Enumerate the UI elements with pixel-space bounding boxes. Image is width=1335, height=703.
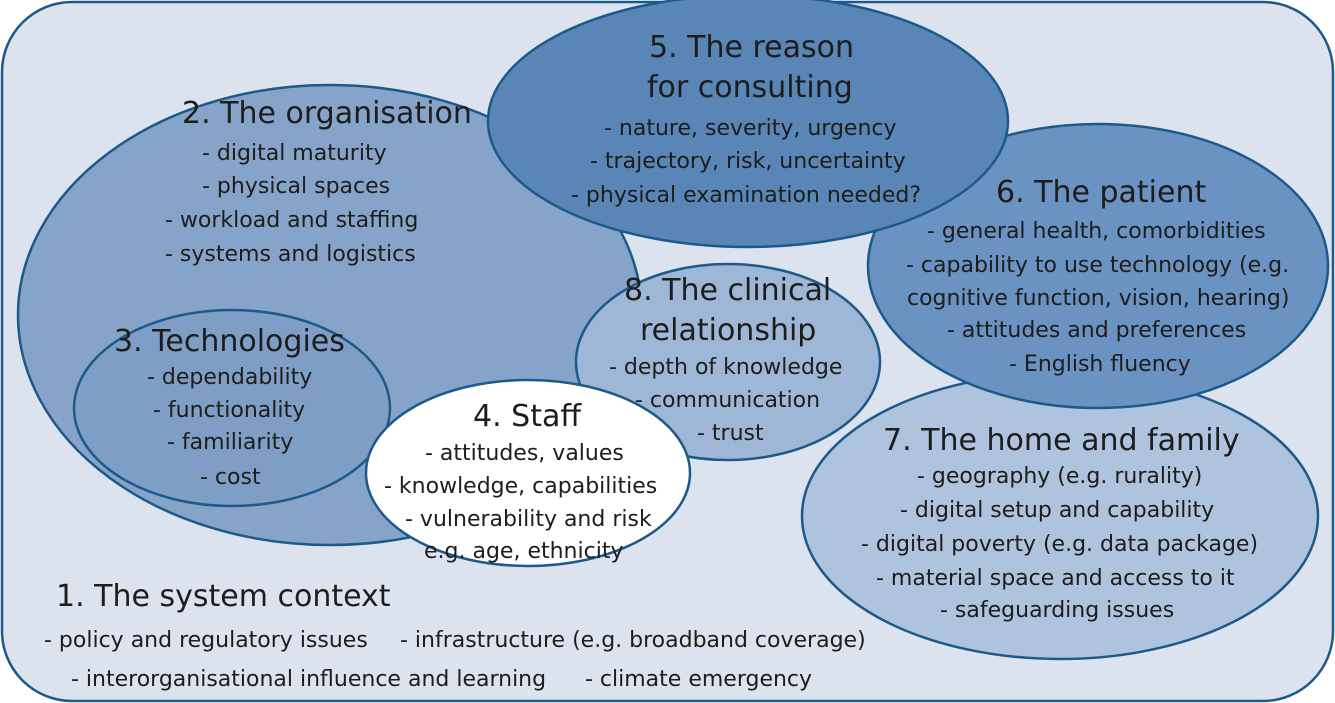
home-item: - material space and access to it — [876, 566, 1235, 591]
staff-item: - knowledge, capabilities — [384, 474, 658, 499]
staff-item: e.g. age, ethnicity — [424, 539, 624, 564]
technologies-item: - familiarity — [167, 430, 294, 455]
home-item: - geography (e.g. rurality) — [917, 464, 1203, 489]
technologies-item: - dependability — [147, 365, 313, 390]
technologies-title: 3. Technologies — [114, 324, 345, 359]
clinical-item: - trust — [697, 421, 764, 446]
system-context-title: 1. The system context — [56, 579, 391, 614]
reason-item: - trajectory, risk, uncertainty — [590, 149, 906, 174]
reason-ellipse — [486, 0, 1010, 249]
clinical-relationship-ellipse — [574, 262, 882, 462]
home-item: - safeguarding issues — [940, 598, 1175, 623]
patient-item: - attitudes and preferences — [947, 318, 1247, 343]
home-item: - digital poverty (e.g. data package) — [861, 532, 1259, 557]
home-title: 7. The home and family — [883, 423, 1240, 458]
reason-title-line: for consulting — [647, 70, 853, 105]
organisation-item: - digital maturity — [202, 141, 387, 166]
staff-item: - attitudes, values — [425, 441, 624, 466]
organisation-item: - physical spaces — [202, 174, 391, 199]
reason-item: - physical examination needed? — [571, 183, 922, 208]
technologies-item: - functionality — [153, 398, 306, 423]
reason-title-line: 5. The reason — [649, 30, 855, 65]
home-item: - digital setup and capability — [900, 498, 1215, 523]
system-context-item: - policy and regulatory issues — [44, 628, 368, 653]
patient-item: - general health, comorbidities — [927, 219, 1266, 244]
staff-title: 4. Staff — [473, 399, 582, 434]
organisation-item: - systems and logistics — [165, 242, 416, 267]
reason-item: - nature, severity, urgency — [604, 116, 897, 141]
technologies-ellipse — [72, 308, 392, 508]
clinical-title-line: relationship — [640, 313, 817, 348]
patient-item: cognitive function, vision, hearing) — [907, 286, 1290, 311]
clinical-item: - communication — [635, 388, 821, 413]
organisation-title: 2. The organisation — [182, 96, 472, 131]
clinical-item: - depth of knowledge — [609, 355, 843, 380]
system-context-item: - climate emergency — [585, 667, 813, 692]
patient-item: - English fluency — [1009, 352, 1191, 377]
staff-item: - vulnerability and risk — [405, 507, 652, 532]
clinical-title-line: 8. The clinical — [624, 273, 832, 308]
patient-ellipse — [866, 122, 1330, 410]
patient-item: - capability to use technology (e.g. — [906, 253, 1290, 278]
technologies-item: - cost — [200, 465, 261, 490]
organisation-item: - workload and staffing — [165, 208, 419, 233]
staff-ellipse — [364, 378, 692, 568]
system-context-item: - interorganisational influence and lear… — [71, 667, 547, 692]
patient-title: 6. The patient — [996, 175, 1207, 210]
system-context-item: - infrastructure (e.g. broadband coverag… — [400, 628, 866, 653]
